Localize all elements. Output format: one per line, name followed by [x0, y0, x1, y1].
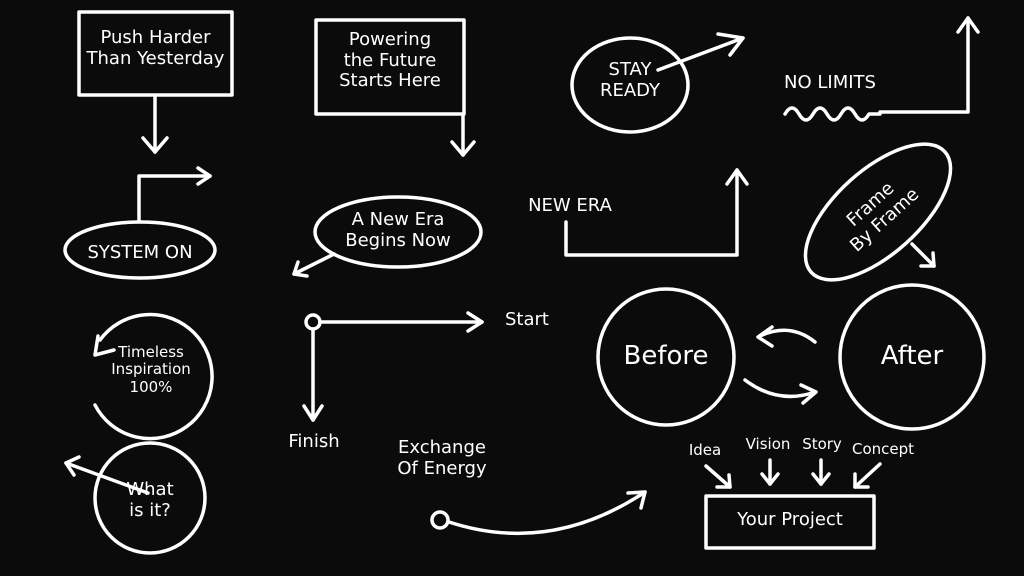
- exchange-energy-line-1: Exchange: [398, 437, 486, 458]
- exchange-energy-label: Exchange Of Energy: [380, 437, 504, 479]
- timeless-line-1: Timeless: [118, 343, 184, 361]
- start-node: [306, 315, 320, 329]
- timeless-label: Timeless Inspiration 100%: [96, 343, 206, 396]
- vision-text: Vision: [745, 435, 791, 453]
- timeless-circle: [95, 315, 212, 439]
- new-era-begins-label: A New Era Begins Now: [330, 209, 466, 251]
- new-era-label: NEW ERA: [520, 195, 620, 217]
- what-is-it-circle: [95, 443, 205, 553]
- powering-line-1: Powering: [348, 29, 432, 50]
- finish-label: Finish: [276, 431, 352, 453]
- timeless-line-3: 100%: [129, 377, 173, 396]
- idea-label: Idea: [680, 441, 730, 459]
- powering-line-3: Starts Here: [339, 70, 441, 92]
- your-project-text: Your Project: [737, 509, 843, 530]
- before-circle: [598, 289, 734, 425]
- new-era-ellipse: [315, 197, 481, 267]
- finish-arrow: [304, 329, 322, 420]
- vision-label: Vision: [736, 435, 800, 453]
- no-limits-label: NO LIMITS: [770, 72, 890, 94]
- system-on-text: SYSTEM ON: [87, 242, 193, 263]
- cycle-arrow-bottom: [745, 380, 816, 403]
- stay-ready-line-1: STAY: [608, 59, 652, 80]
- what-is-it-label: What is it?: [100, 479, 200, 521]
- push-harder-line-1: Push Harder: [100, 27, 211, 48]
- new-era-begins-line-2: Begins Now: [345, 229, 451, 251]
- new-era-text: NEW ERA: [528, 195, 612, 216]
- powering-label: Powering the Future Starts Here: [316, 29, 464, 92]
- story-text: Story: [802, 435, 842, 453]
- timeless-line-2: Inspiration: [111, 360, 191, 379]
- powering-line-2: the Future: [343, 49, 437, 71]
- after-circle: [840, 285, 984, 429]
- story-arrow: [813, 460, 829, 484]
- concept-text: Concept: [851, 440, 915, 458]
- new-era-ellipse-arrow: [294, 254, 334, 276]
- no-limits-squiggle: [785, 108, 880, 120]
- finish-text: Finish: [288, 431, 340, 452]
- push-harder-arrow: [143, 96, 167, 152]
- start-arrow: [320, 313, 482, 331]
- push-harder-label: Push Harder Than Yesterday: [79, 27, 232, 69]
- powering-box: [316, 20, 464, 114]
- stay-ready-label: STAY READY: [582, 59, 678, 101]
- no-limits-text: NO LIMITS: [784, 72, 876, 93]
- powering-arrow: [452, 114, 474, 155]
- idea-arrow: [706, 466, 730, 487]
- stay-ready-circle: [572, 38, 688, 132]
- system-on-arrow: [139, 168, 210, 221]
- vision-arrow: [762, 460, 778, 484]
- exchange-energy-line-2: Of Energy: [397, 457, 487, 479]
- what-is-it-line-1: What: [126, 479, 174, 500]
- energy-arrow: [449, 492, 645, 533]
- frame-by-frame-ellipse: [783, 121, 973, 304]
- after-text: After: [880, 341, 944, 371]
- push-harder-line-2: Than Yesterday: [86, 47, 225, 69]
- new-era-begins-line-1: A New Era: [351, 209, 445, 230]
- before-text: Before: [623, 341, 709, 371]
- story-label: Story: [794, 435, 850, 453]
- system-on-label: SYSTEM ON: [70, 242, 210, 264]
- concept-label: Concept: [850, 440, 916, 458]
- idea-text: Idea: [688, 441, 722, 459]
- energy-node: [432, 512, 448, 528]
- start-label: Start: [492, 309, 562, 331]
- after-label: After: [852, 341, 972, 372]
- cycle-arrow-top: [758, 327, 815, 346]
- new-era-arrow: [566, 170, 747, 255]
- your-project-box: [706, 496, 874, 548]
- what-is-it-line-2: is it?: [129, 499, 171, 521]
- frame-by-frame-arrow: [912, 244, 934, 266]
- concept-arrow: [855, 464, 880, 487]
- before-label: Before: [606, 341, 726, 372]
- no-limits-arrow: [880, 18, 978, 112]
- stay-ready-line-2: READY: [599, 79, 661, 101]
- what-is-it-arrow: [66, 457, 148, 493]
- start-text: Start: [505, 309, 549, 330]
- stay-ready-arrow: [658, 34, 743, 70]
- your-project-label: Your Project: [706, 509, 874, 531]
